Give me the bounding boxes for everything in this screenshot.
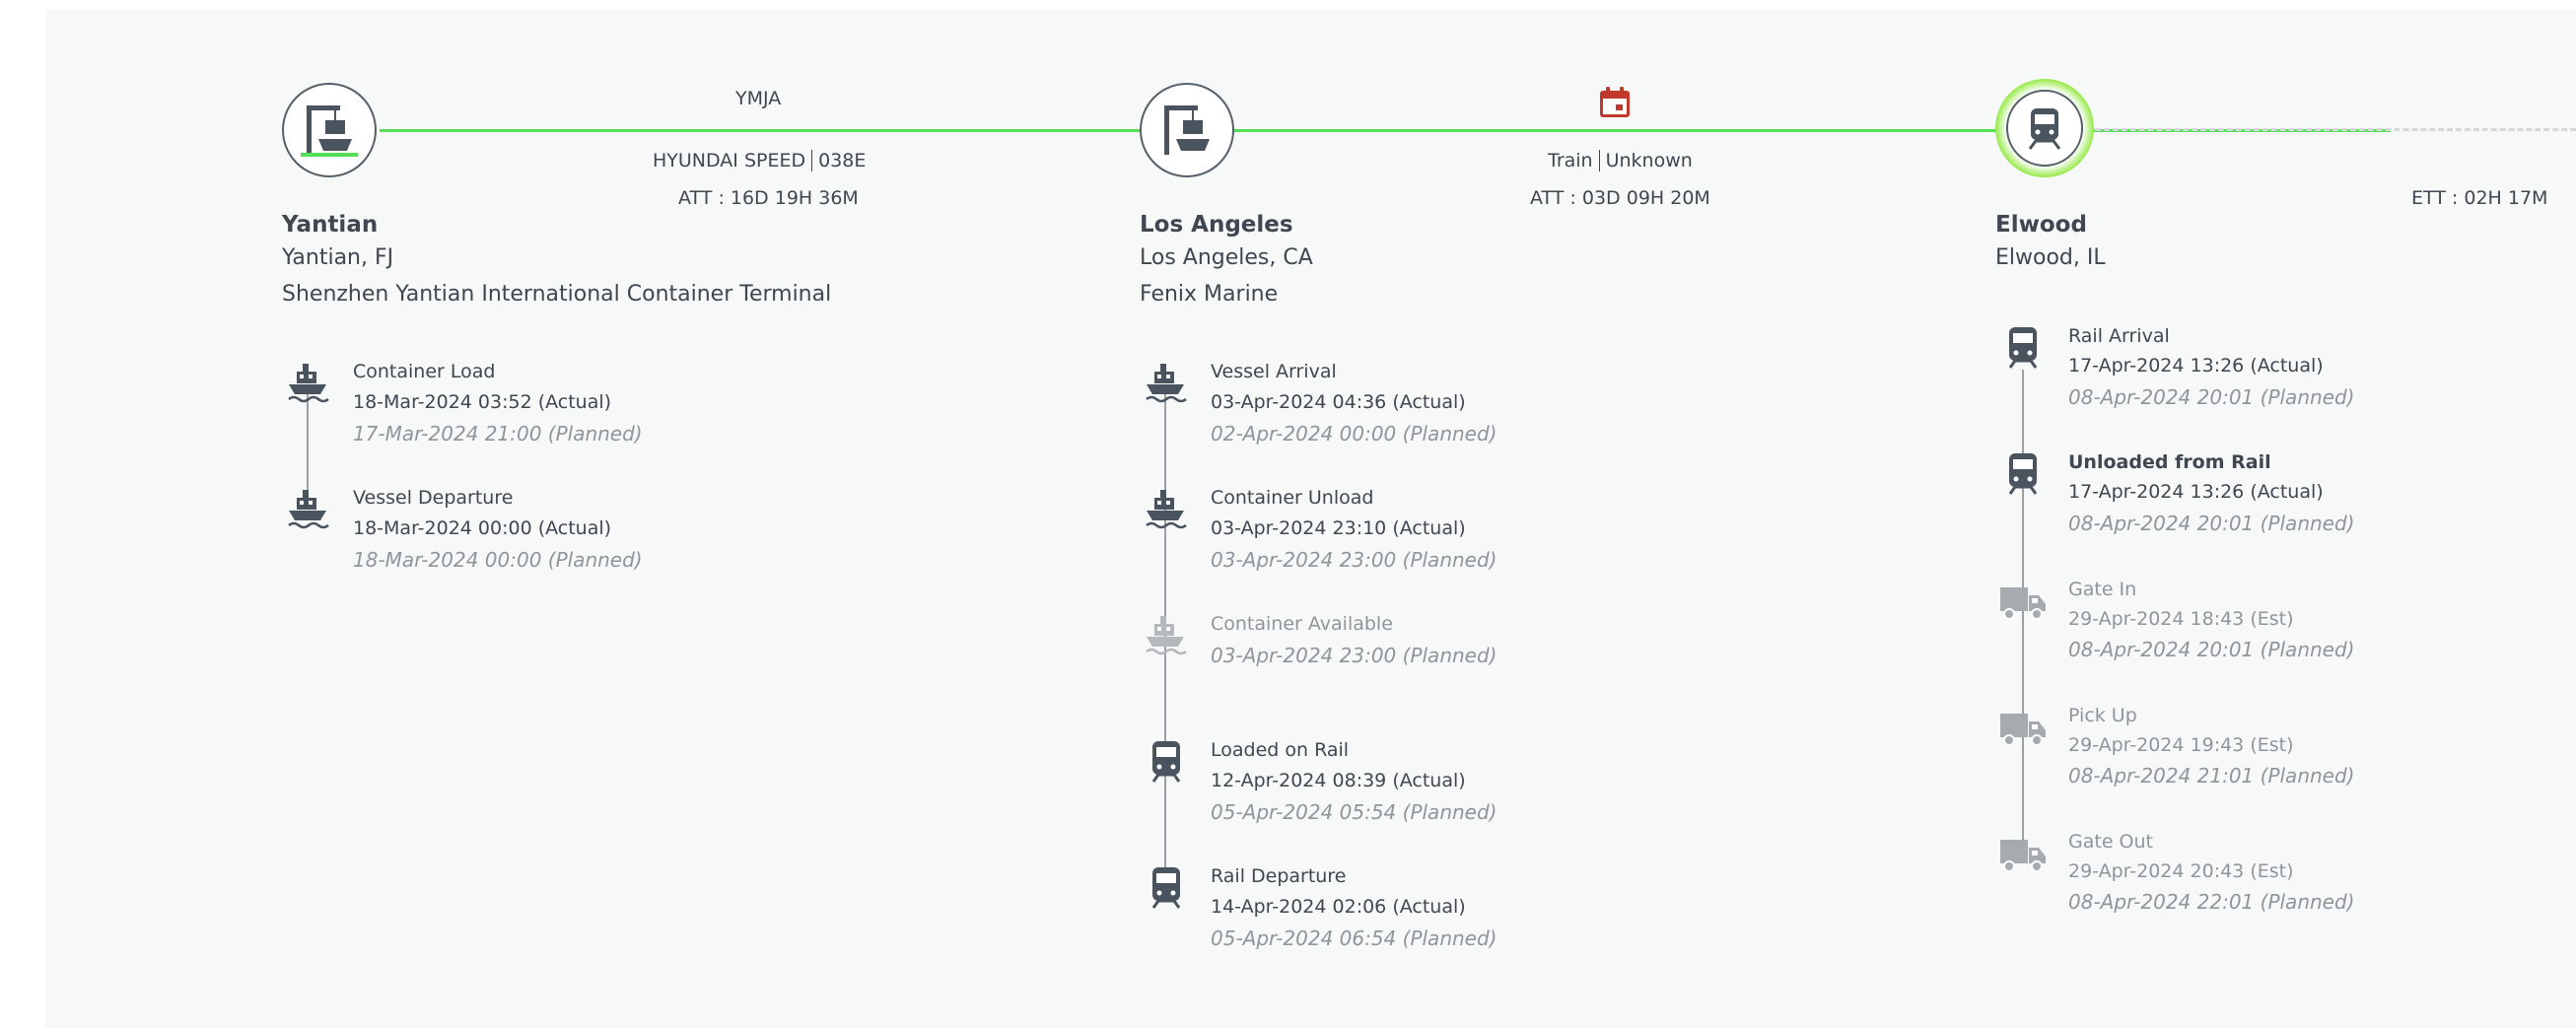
rail-node-elwood[interactable] <box>1995 79 2094 177</box>
event-title: Unloaded from Rail <box>2068 451 2271 473</box>
port-crane-icon <box>301 105 358 157</box>
leg1-att: ATT : 16D 19H 36M <box>678 187 859 209</box>
rail-node-inner <box>2006 90 2083 167</box>
location-city-yantian: Yantian, FJ <box>282 245 394 270</box>
port-node-los-angeles[interactable] <box>1140 83 1234 177</box>
event-planned-time: 03-Apr-2024 23:00 (Planned) <box>1211 644 1497 667</box>
ship-icon <box>1146 490 1187 529</box>
event-planned-time: 08-Apr-2024 21:01 (Planned) <box>2068 764 2355 788</box>
event-title: Vessel Arrival <box>1211 361 1337 382</box>
event-actual-time: 03-Apr-2024 04:36 (Actual) <box>1211 391 1466 413</box>
event-title: Gate Out <box>2068 831 2153 853</box>
event-title: Loaded on Rail <box>1211 739 1350 761</box>
event-title: Gate In <box>2068 579 2137 600</box>
train-icon <box>1151 867 1181 909</box>
progress-line <box>380 129 2391 132</box>
event-planned-time: 18-Mar-2024 00:00 (Planned) <box>353 548 643 572</box>
event-planned-time: 17-Mar-2024 21:00 (Planned) <box>353 422 643 445</box>
ship-icon <box>288 364 329 403</box>
location-terminal-yantian[interactable]: Shenzhen Yantian International Container… <box>282 282 832 307</box>
port-crane-icon <box>1164 105 1210 155</box>
train-icon <box>1151 741 1181 783</box>
location-name-elwood: Elwood <box>1995 212 2087 238</box>
event-planned-time: 05-Apr-2024 06:54 (Planned) <box>1211 926 1497 950</box>
event-title: Vessel Departure <box>353 487 514 509</box>
train-icon <box>2008 327 2038 369</box>
event-planned-time: 02-Apr-2024 00:00 (Planned) <box>1211 422 1497 445</box>
event-title: Container Unload <box>1211 487 1374 509</box>
event-planned-time: 05-Apr-2024 05:54 (Planned) <box>1211 800 1497 824</box>
event-est-time: 29-Apr-2024 18:43 (Est) <box>2068 608 2294 630</box>
event-actual-time: 17-Apr-2024 13:26 (Actual) <box>2068 481 2324 503</box>
train-icon <box>2008 453 2038 495</box>
leg2-mode-carrier[interactable]: Train Unknown <box>1542 150 1699 171</box>
event-connector <box>2022 370 2024 862</box>
event-title: Rail Arrival <box>2068 325 2170 347</box>
ship-icon <box>1146 364 1187 403</box>
truck-icon <box>2000 587 2046 620</box>
event-est-time: 29-Apr-2024 19:43 (Est) <box>2068 734 2294 756</box>
location-city-elwood: Elwood, IL <box>1995 245 2106 270</box>
truck-icon <box>2000 714 2046 746</box>
event-actual-time: 18-Mar-2024 00:00 (Actual) <box>353 517 612 539</box>
event-planned-time: 08-Apr-2024 20:01 (Planned) <box>2068 385 2355 409</box>
truck-icon <box>2000 840 2046 872</box>
event-planned-time: 03-Apr-2024 23:00 (Planned) <box>1211 548 1497 572</box>
event-actual-time: 18-Mar-2024 03:52 (Actual) <box>353 391 612 413</box>
location-city-los-angeles: Los Angeles, CA <box>1140 245 1313 270</box>
leg2-att: ATT : 03D 09H 20M <box>1530 187 1710 209</box>
event-actual-time: 12-Apr-2024 08:39 (Actual) <box>1211 770 1466 791</box>
port-node-yantian[interactable] <box>282 83 377 177</box>
location-name-yantian: Yantian <box>282 212 379 238</box>
event-connector <box>307 394 309 503</box>
remaining-line <box>2095 128 2576 131</box>
leg3-ett: ETT : 02H 17M <box>2411 187 2548 209</box>
event-planned-time: 08-Apr-2024 20:01 (Planned) <box>2068 638 2355 661</box>
event-planned-time: 08-Apr-2024 22:01 (Planned) <box>2068 890 2355 914</box>
event-title: Container Available <box>1211 613 1393 635</box>
location-terminal-los-angeles[interactable]: Fenix Marine <box>1140 282 1279 307</box>
leg1-vessel-name: HYUNDAI SPEED <box>647 150 813 171</box>
event-actual-time: 14-Apr-2024 02:06 (Actual) <box>1211 896 1466 918</box>
leg1-voyage: 038E <box>818 150 867 171</box>
leg2-carrier: Unknown <box>1605 150 1693 171</box>
journey-panel <box>45 10 2576 1028</box>
ship-icon-muted <box>1146 616 1187 655</box>
event-est-time: 29-Apr-2024 20:43 (Est) <box>2068 860 2294 882</box>
calendar-icon[interactable] <box>1597 85 1633 124</box>
event-planned-time: 08-Apr-2024 20:01 (Planned) <box>2068 512 2355 535</box>
event-title: Container Load <box>353 361 496 382</box>
event-title: Pick Up <box>2068 705 2137 726</box>
leg2-mode: Train <box>1542 150 1600 171</box>
event-actual-time: 03-Apr-2024 23:10 (Actual) <box>1211 517 1466 539</box>
event-actual-time: 17-Apr-2024 13:26 (Actual) <box>2068 355 2324 377</box>
leg1-vessel-voyage[interactable]: HYUNDAI SPEED 038E <box>647 150 871 171</box>
event-title: Rail Departure <box>1211 865 1347 887</box>
location-name-los-angeles: Los Angeles <box>1140 212 1293 238</box>
ship-icon <box>288 490 329 529</box>
train-icon <box>2028 108 2061 150</box>
leg1-carrier: YMJA <box>735 88 782 109</box>
